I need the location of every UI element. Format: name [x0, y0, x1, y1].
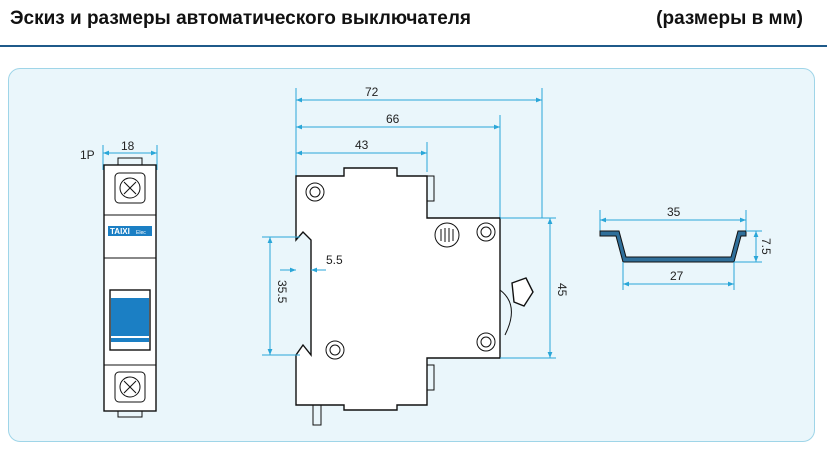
brand-label: TAIXI: [110, 227, 130, 236]
screw-inner: [480, 226, 492, 238]
dim-66-label: 66: [386, 112, 400, 126]
dim-27-label: 27: [670, 269, 684, 283]
side-tab: [426, 175, 435, 202]
front-view: 1P 18 TAIXI Elec: [80, 139, 158, 418]
page-title: Эскиз и размеры автоматического выключат…: [10, 8, 472, 29]
pole-label: 1P: [80, 148, 95, 162]
header-divider: [0, 45, 827, 47]
breaker-side-body: [295, 167, 501, 411]
screw-slot: [123, 380, 137, 394]
screw-housing: [114, 172, 146, 204]
bottom-latch: [312, 404, 322, 426]
side-lever-icon: [511, 277, 534, 307]
side-view: 72 66 43 45 35.5: [262, 85, 569, 426]
brand-small-label: Elec: [136, 230, 146, 236]
screw-inner: [309, 186, 321, 198]
screw-icon: [476, 332, 496, 352]
screw-icon: [476, 222, 496, 242]
terminal-knob-icon: [434, 222, 460, 248]
screw-inner: [329, 344, 341, 356]
dim-45-label: 45: [555, 283, 569, 297]
knob-grip: [440, 228, 454, 242]
breaker-front-body: [103, 164, 157, 412]
lever-arc: [499, 289, 512, 336]
bottom-clip: [117, 410, 143, 418]
screw-icon: [305, 182, 325, 202]
screw-housing: [114, 371, 146, 403]
brand-plate: [108, 226, 152, 236]
bottom-screw-icon: [119, 376, 141, 398]
screw-inner: [480, 336, 492, 348]
din-rail-view: 35 7.5 27: [599, 205, 773, 290]
side-tab: [426, 364, 435, 391]
screw-slot: [123, 181, 137, 195]
screw-icon: [325, 340, 345, 360]
units-note: (размеры в мм): [656, 8, 803, 29]
dim-35-label: 35: [667, 205, 681, 219]
top-screw-icon: [119, 177, 141, 199]
dim-5-5-label: 5.5: [326, 253, 343, 267]
dim-72-label: 72: [365, 85, 379, 99]
din-rail-profile: [599, 230, 747, 263]
dim-43-label: 43: [355, 138, 369, 152]
top-clip: [117, 157, 143, 166]
toggle-lever: [111, 298, 149, 336]
dim-18-label: 18: [121, 139, 135, 153]
dim-35-5-label: 35.5: [275, 280, 289, 304]
dim-7-5-label: 7.5: [759, 238, 773, 255]
